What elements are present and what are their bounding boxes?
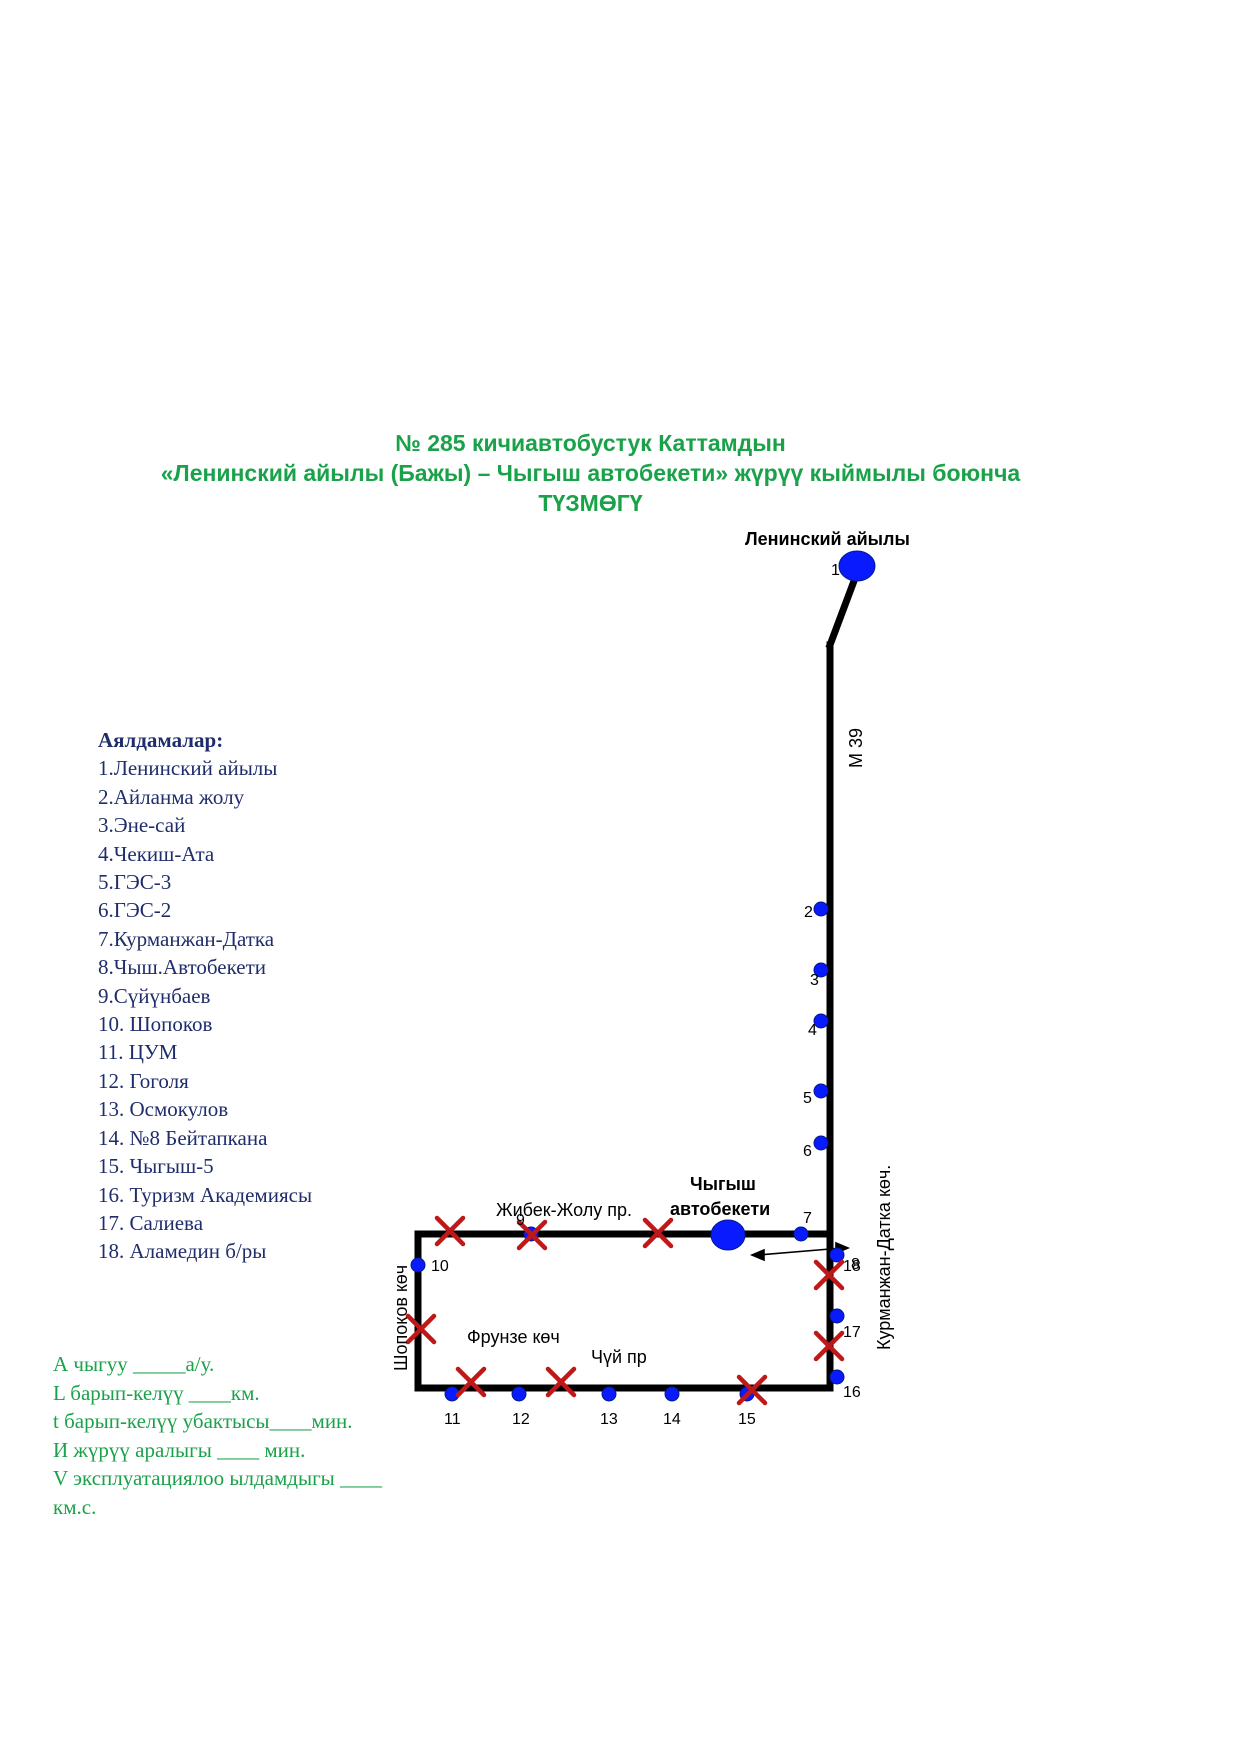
stop-marker-14 <box>664 1386 680 1402</box>
stop-number-label: 3 <box>810 972 819 989</box>
diagram-title-line-1: № 285 кичиавтобустук Каттамдын <box>395 430 786 456</box>
stops-list-item: 11. ЦУМ <box>98 1040 178 1065</box>
stop-number-label: 1 <box>831 562 840 579</box>
stop-marker-16 <box>829 1369 845 1385</box>
stops-list-item: 7.Курманжан-Датка <box>98 926 275 951</box>
stops-list-item: 18. Аламедин б/ры <box>98 1239 267 1264</box>
stop-number-label: 18 <box>843 1258 861 1275</box>
closure-crosses <box>405 1215 845 1406</box>
terminal-start-marker <box>838 550 876 582</box>
stop-number-label: 12 <box>512 1411 530 1428</box>
street-label-kurmanjan: Курманжан-Датка көч. <box>874 1165 894 1350</box>
stops-list-item: 15. Чыгыш-5 <box>98 1154 214 1179</box>
param-interval: И жүрүү аралыгы ____ мин. <box>53 1437 306 1462</box>
stops-list-item: 9.Сүйүнбаев <box>98 983 211 1008</box>
param-departures: А чыгуу _____а/у. <box>53 1352 215 1376</box>
closure-cross-icon <box>813 1330 845 1362</box>
stop-number-label: 5 <box>803 1090 812 1107</box>
stop-number-label: 6 <box>803 1143 812 1160</box>
street-label-chui: Чүй пр <box>591 1347 647 1367</box>
stop-number-label: 2 <box>804 904 813 921</box>
stop-number-label: 16 <box>843 1384 861 1401</box>
param-round-trip-length: L барып-келүү ____км. <box>53 1380 260 1405</box>
stop-markers <box>410 901 845 1402</box>
stops-list-item: 14. №8 Бейтапкана <box>98 1125 268 1150</box>
route-parameters: А чыгуу _____а/у. L барып-келүү ____км. … <box>53 1350 382 1522</box>
stops-list-item: 16. Туризм Академиясы <box>98 1182 313 1207</box>
terminal-end-label-line1: Чыгыш <box>690 1174 756 1194</box>
stops-list-item: 8.Чыш.Автобекети <box>98 955 267 980</box>
street-label-m39: M 39 <box>846 728 866 768</box>
street-label-shopokov: Шопоков көч <box>391 1265 411 1371</box>
stop-number-labels: 1 2 3 4 5 6 7 8 9 10 11 12 13 14 15 16 1… <box>431 562 861 1428</box>
stops-list-item: 6.ГЭС-2 <box>98 898 172 923</box>
closure-cross-icon <box>545 1366 577 1398</box>
street-label-zhibek: Жибек-Жолу пр. <box>496 1200 632 1220</box>
closure-cross-icon <box>813 1259 845 1291</box>
terminal-end-label-line2: автобекети <box>670 1199 770 1219</box>
route-line <box>414 568 862 1392</box>
stop-number-label: 11 <box>444 1411 461 1428</box>
stops-list-item: 4.Чекиш-Ата <box>98 841 215 866</box>
stops-list-item: 12. Гоголя <box>98 1068 189 1093</box>
stops-list-item: 3.Эне-сай <box>98 813 186 838</box>
stop-marker-17 <box>829 1308 845 1324</box>
stop-number-label: 14 <box>663 1411 681 1428</box>
diagram-title-line-2: «Ленинский айылы (Бажы) – Чыгыш автобеке… <box>160 460 1021 486</box>
closure-cross-icon <box>434 1215 466 1247</box>
terminal-end-marker <box>710 1219 746 1251</box>
stop-marker-8 <box>829 1247 845 1263</box>
stops-list-item: 13. Осмокулов <box>98 1097 229 1122</box>
stop-marker-6 <box>813 1135 829 1151</box>
stop-marker-2 <box>813 901 829 917</box>
stops-list: Аялдамалар: 1.Ленинский айылы 2.Айланма … <box>98 726 312 1266</box>
stop-marker-10 <box>410 1257 426 1273</box>
route-segment-diagonal <box>825 568 862 650</box>
closure-cross-icon <box>455 1366 487 1398</box>
terminal-start-label: Ленинский айылы <box>745 529 910 549</box>
stops-list-item: 2.Айланма жолу <box>98 784 245 809</box>
stop-marker-12 <box>511 1386 527 1402</box>
closure-cross-icon <box>642 1217 674 1249</box>
stop-marker-5 <box>813 1083 829 1099</box>
closure-cross-icon <box>405 1313 437 1345</box>
stop-marker-7 <box>793 1226 809 1242</box>
diagram-title-line-3: ТҮЗМӨГҮ <box>538 490 643 516</box>
stop-number-label: 15 <box>738 1411 756 1428</box>
stop-number-label: 4 <box>808 1022 817 1039</box>
stop-number-label: 7 <box>803 1210 812 1227</box>
param-round-trip-time: t барып-келүү убактысы____мин. <box>53 1409 353 1434</box>
stop-number-label: 13 <box>600 1411 618 1428</box>
stops-list-item: 1.Ленинский айылы <box>98 756 278 781</box>
closure-cross-icon <box>736 1374 768 1406</box>
stop-marker-3 <box>813 962 829 978</box>
stop-number-label: 9 <box>516 1212 525 1229</box>
param-speed-unit: км.с. <box>53 1494 97 1519</box>
stops-list-item: 10. Шопоков <box>98 1012 213 1037</box>
stops-list-header: Аялдамалар: <box>98 728 224 752</box>
stop-number-label: 17 <box>843 1324 861 1341</box>
param-operating-speed: V эксплуатациялоо ылдамдыгы ____ <box>53 1466 383 1491</box>
stop-marker-4 <box>813 1013 829 1029</box>
stop-number-label: 8 <box>851 1256 860 1273</box>
closure-cross-icon <box>516 1219 548 1251</box>
street-label-frunze: Фрунзе көч <box>467 1327 560 1347</box>
stops-list-item: 17. Салиева <box>98 1210 204 1235</box>
stop-marker-13 <box>601 1386 617 1402</box>
stop-number-label: 10 <box>431 1258 449 1275</box>
stops-list-item: 5.ГЭС-3 <box>98 870 172 895</box>
